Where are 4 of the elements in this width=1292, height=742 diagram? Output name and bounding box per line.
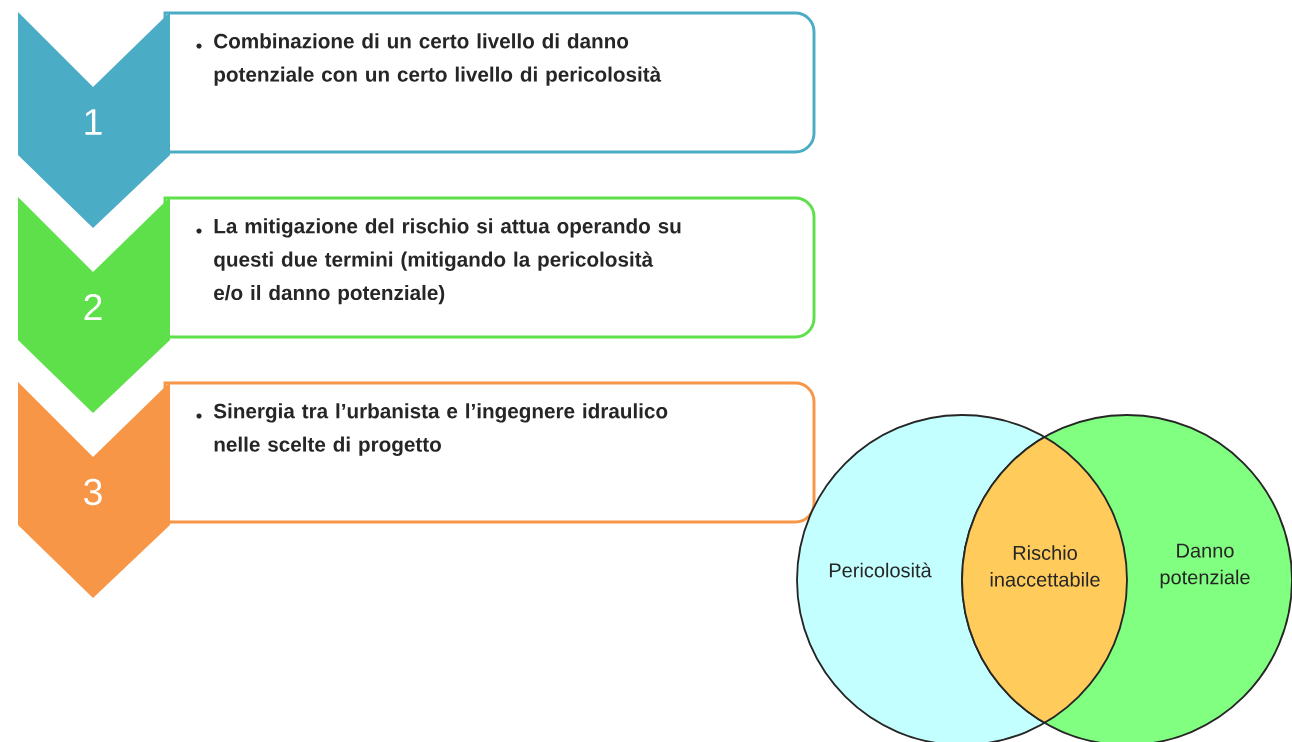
text-box: La mitigazione del rischio si attua operando su questi due termini (mitigando la pericolosità e/o il danno potenziale) (163, 196, 816, 339)
text-box: Sinergia tra l’urbanista e l’ingegnere idraulico nelle scelte di progetto (163, 381, 816, 524)
text-box: Combinazione di un certo livello di danno potenziale con un certo livello di pericolosità (163, 11, 816, 154)
overlap-region: Rischio inaccettabile (962, 415, 1128, 742)
